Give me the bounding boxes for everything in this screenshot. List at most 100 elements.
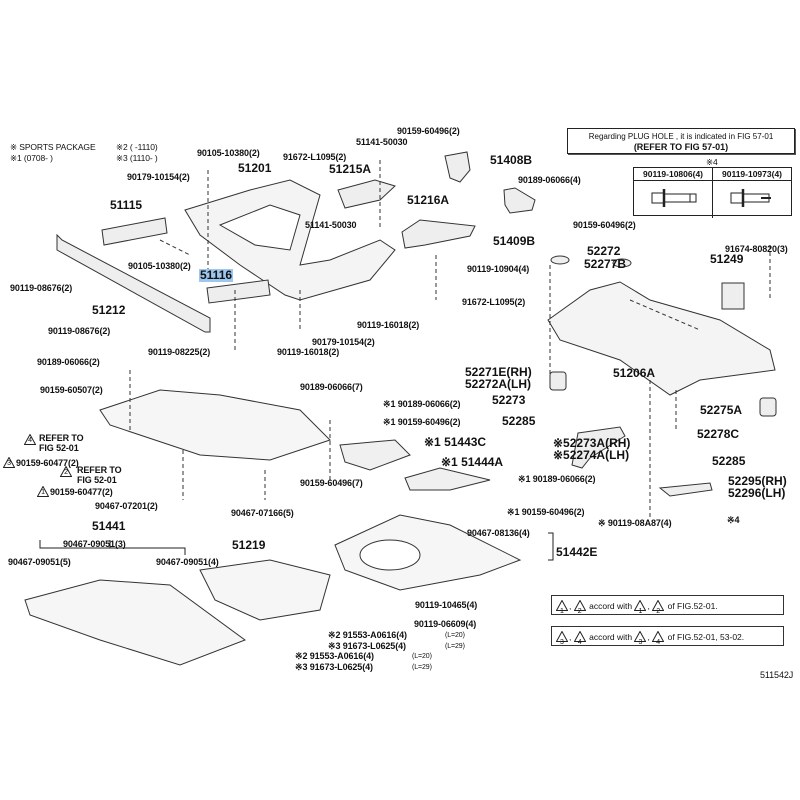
part-label[interactable]: 90119-08676(2) [48,326,111,336]
length-note: (L=29) [445,643,465,650]
part-label[interactable]: 90159-60496(2) [573,220,636,230]
warning-triangle-icon: 2 [60,466,72,477]
part-label[interactable]: ※1 90159-60496(2) [383,417,461,427]
part-label[interactable]: 51215A [329,162,372,176]
accord-note-1: 1, 2 accord with 1, 2 of FIG.52-01. [551,595,784,615]
part-label[interactable]: 90467-09051(4) [156,557,219,567]
part-label[interactable]: 51408B [490,153,533,167]
part-label[interactable]: ※1 51444A [441,455,504,469]
part-label[interactable]: 90467-07201(2) [95,501,158,511]
part-label[interactable]: 52273 [492,393,526,407]
bolt-icon-1 [634,181,713,218]
part-label[interactable]: ※4 [727,515,740,525]
part-label[interactable]: 51409B [493,234,536,248]
diagram-id: 511542J [760,670,794,680]
part-label[interactable]: 90189-06066(2) [37,357,100,367]
part-label[interactable]: ※1 51443C [424,435,487,449]
part-label[interactable]: 90119-06609(4) [414,619,477,629]
part-label[interactable]: 52296(LH) [728,486,786,500]
warning-triangle-icon: 3 [3,457,15,468]
part-label[interactable]: 90119-16018(2) [357,320,420,330]
part-label[interactable]: ※52274A(LH) [553,448,630,462]
part-label[interactable]: 90467-09051(5) [8,557,71,567]
part-label[interactable]: 51216A [407,193,450,207]
legend-2: ※2 ( -1110) [116,142,158,152]
part-label[interactable]: 52278C [697,427,740,441]
part-label[interactable]: 90105-10380(2) [197,148,260,158]
part-label[interactable]: 51141-50030 [356,137,408,147]
part-label[interactable]: 90467-09051(3) [63,539,126,549]
length-note: (L=29) [412,664,432,671]
length-note: (L=20) [412,653,432,660]
part-label[interactable]: ※3 91673-L0625(4) [328,641,406,651]
part-label[interactable]: ※1 90189-06066(2) [383,399,461,409]
part-label[interactable]: 52275A [700,403,743,417]
part-label[interactable]: 90467-07166(5) [231,508,294,518]
part-label[interactable]: ※52273A(RH) [553,436,631,450]
dashed-leader-lines [129,160,771,520]
bolt-col2[interactable]: 90119-10973(4) [713,168,791,181]
part-label[interactable]: 52277B [584,257,627,271]
legend-sports-package: ※ SPORTS PACKAGE [10,142,96,152]
bolt-col1[interactable]: 90119-10806(4) [634,168,713,181]
part-label[interactable]: 52295(RH) [728,474,787,488]
part-label[interactable]: 90467-08136(4) [467,528,530,538]
part-label[interactable]: 52285 [502,414,536,428]
part-label[interactable]: 90159-60496(2) [397,126,460,136]
part-label[interactable]: 90179-10154(2) [312,337,375,347]
front-crossmember-51201 [184,179,396,301]
solid-leader-lines [39,532,554,561]
part-label[interactable]: ※1 90159-60496(2) [507,507,585,517]
part-label[interactable]: 90189-06066(7) [300,382,363,392]
part-label[interactable]: 51441 [92,519,126,533]
part-label[interactable]: 51249 [710,252,744,266]
length-note: (L=20) [445,632,465,639]
bars-51115-51116-51212 [56,217,271,333]
part-label[interactable]: 51115 [110,198,143,212]
bolt-table: 90119-10806(4) 90119-10973(4) [633,167,792,218]
part-label[interactable]: 90119-08676(2) [10,283,73,293]
part-label[interactable]: 90189-06066(4) [518,175,581,185]
undercovers [24,389,522,666]
part-label[interactable]: 90119-10465(4) [415,600,478,610]
part-label[interactable]: ※1 90189-06066(2) [518,474,596,484]
plug-hole-note: Regarding PLUG HOLE , it is indicated in… [567,128,795,154]
part-label[interactable]: 51141-50030 [305,220,357,230]
legend-1: ※1 (0708- ) [10,153,53,163]
part-label[interactable]: 90119-10904(4) [467,264,530,274]
part-label[interactable]: ※2 91553-A0616(4) [328,630,407,640]
part-label[interactable]: 91672-L1095(2) [462,297,526,307]
part-label[interactable]: 51206A [613,366,656,380]
part-label[interactable]: 90159-60507(2) [40,385,103,395]
part-label[interactable]: 90119-08225(2) [148,347,211,357]
bolt-icon-2 [713,181,791,218]
part-label[interactable]: 51442E [556,545,598,559]
part-label[interactable]: 52272 [587,244,621,258]
part-label[interactable]: ※3 91673-L0625(4) [295,662,373,672]
part-label[interactable]: 91672-L1095(2) [283,152,347,162]
warning-triangle-icon: 1 [37,486,49,497]
accord-note-2: 3, 4 accord with 3, 4 of FIG.52-01, 53-0… [551,626,784,646]
part-label[interactable]: 51201 [238,161,272,175]
legend-3: ※3 (1110- ) [116,153,158,163]
part-label[interactable]: 52285 [712,454,746,468]
part-label[interactable]: 91674-80820(3) [725,244,788,254]
plug-note-link[interactable]: (REFER TO FIG 57-01) [633,142,729,152]
part-label[interactable]: 90159-60496(7) [300,478,363,488]
part-label[interactable]: 90179-10154(2) [127,172,190,182]
part-label[interactable]: 52272A(LH) [465,377,532,391]
part-label-selected[interactable]: 51116 [199,268,234,282]
part-label[interactable]: ※ 90119-08A87(4) [598,518,672,528]
part-label[interactable]: 51219 [232,538,266,552]
part-label[interactable]: ※2 91553-A0616(4) [295,651,374,661]
plug-note-line1: Regarding PLUG HOLE , it is indicated in… [588,132,774,141]
part-label[interactable]: 90119-16018(2) [277,347,340,357]
part-label[interactable]: 52271E(RH) [465,365,532,379]
part-label[interactable]: 90105-10380(2) [128,261,191,271]
part-label[interactable]: 51212 [92,303,126,317]
